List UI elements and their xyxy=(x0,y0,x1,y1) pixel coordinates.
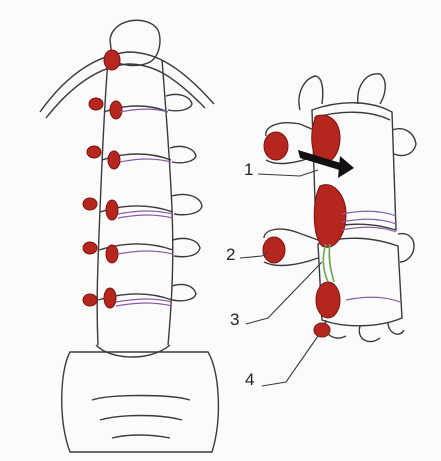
posterior-ligament-marks xyxy=(83,50,122,308)
callout-label-1: 1 xyxy=(244,160,253,180)
callout-leaders xyxy=(240,170,322,386)
callout-label-3: 3 xyxy=(230,310,239,330)
posterior-disc-lines xyxy=(116,109,173,306)
ligament-strand xyxy=(323,244,334,282)
posterior-spine-view xyxy=(40,20,218,452)
callout-label-4: 4 xyxy=(245,370,254,390)
callout-label-2: 2 xyxy=(226,245,235,265)
lateral-ligament-marks xyxy=(263,115,346,337)
